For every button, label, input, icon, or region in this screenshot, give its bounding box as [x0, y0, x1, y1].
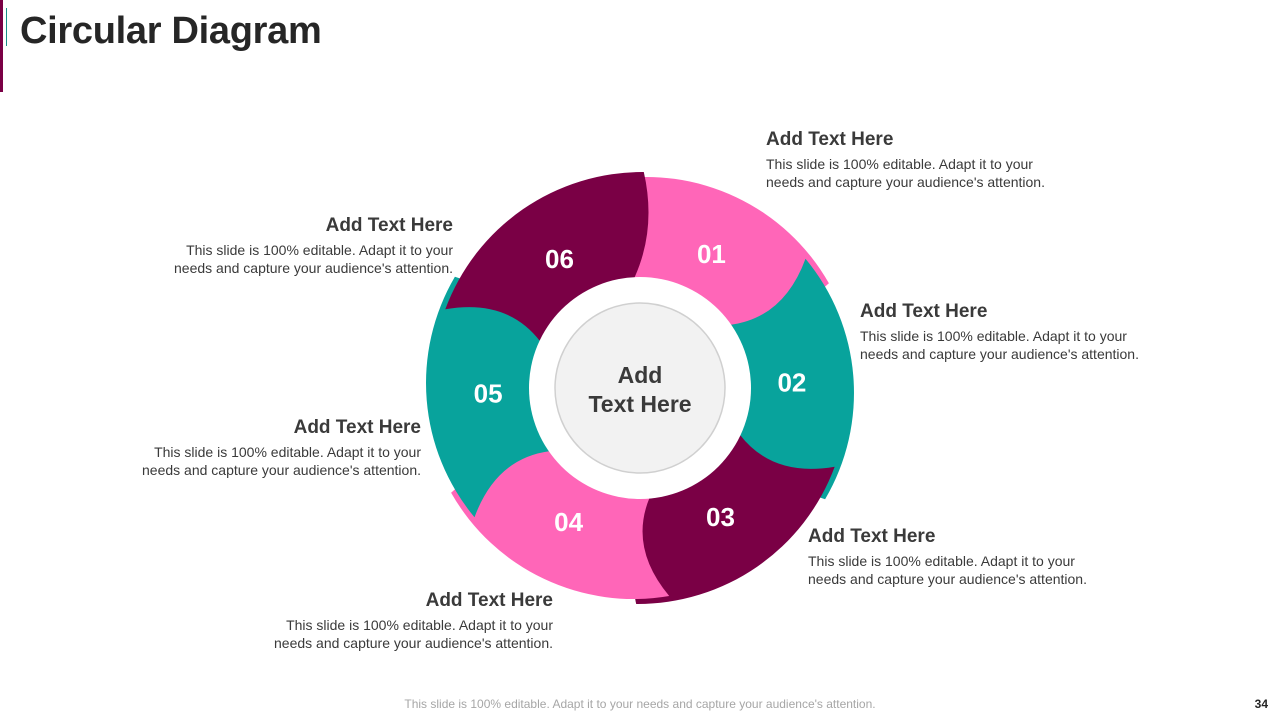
accent-bar	[0, 0, 3, 92]
center-circle	[554, 302, 726, 474]
segment-number-03: 03	[706, 502, 735, 532]
segment-label-04: Add Text Here This slide is 100% editabl…	[233, 590, 553, 652]
page-number: 34	[1254, 697, 1268, 711]
segment-number-01: 01	[697, 239, 726, 269]
segment-body-05: This slide is 100% editable. Adapt it to…	[142, 444, 421, 478]
segment-label-01: Add Text Here This slide is 100% editabl…	[766, 129, 1086, 191]
segment-label-03: Add Text Here This slide is 100% editabl…	[808, 526, 1128, 588]
segment-number-02: 02	[777, 368, 806, 398]
segments-layer: 01 02 03 04 05 06	[426, 171, 854, 605]
slide-title: Circular Diagram	[20, 10, 322, 52]
segment-label-02: Add Text Here This slide is 100% editabl…	[860, 301, 1180, 363]
segment-number-05: 05	[474, 378, 503, 408]
segment-heading-02: Add Text Here	[860, 301, 988, 322]
segment-label-05: Add Text Here This slide is 100% editabl…	[101, 417, 421, 479]
segment-body-04: This slide is 100% editable. Adapt it to…	[274, 617, 553, 651]
segment-heading-04: Add Text Here	[425, 590, 553, 611]
center-text-line-1: Add	[618, 362, 663, 388]
segment-heading-01: Add Text Here	[766, 129, 894, 150]
segment-heading-06: Add Text Here	[325, 215, 453, 236]
segment-06	[445, 171, 649, 342]
center-text-line-2: Text Here	[588, 391, 691, 417]
segment-03	[631, 434, 835, 605]
segment-label-06: Add Text Here This slide is 100% editabl…	[133, 215, 453, 277]
segment-body-03: This slide is 100% editable. Adapt it to…	[808, 553, 1087, 587]
segment-heading-03: Add Text Here	[808, 526, 936, 547]
segment-04	[451, 447, 670, 600]
segment-body-01: This slide is 100% editable. Adapt it to…	[766, 156, 1045, 190]
segment-number-04: 04	[554, 507, 583, 537]
segment-body-06: This slide is 100% editable. Adapt it to…	[174, 242, 453, 276]
footer-note: This slide is 100% editable. Adapt it to…	[404, 697, 876, 711]
segment-number-06: 06	[545, 244, 574, 274]
segment-05	[426, 276, 550, 518]
segment-heading-05: Add Text Here	[293, 417, 421, 438]
segment-02	[730, 258, 854, 500]
segment-body-02: This slide is 100% editable. Adapt it to…	[860, 328, 1139, 362]
accent-line	[6, 8, 7, 46]
segment-01	[610, 176, 829, 329]
